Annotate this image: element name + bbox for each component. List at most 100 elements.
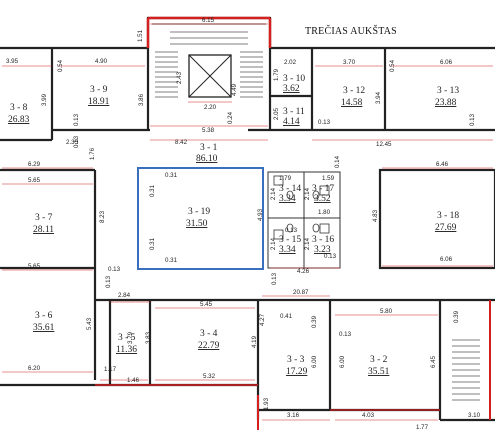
dimension-lines [2, 23, 493, 421]
svg-text:3 - 7: 3 - 7 [35, 213, 53, 223]
dimension-labels: 6.15 1.51 3.95 4.90 0.54 3.99 3.86 2.43 … [6, 17, 481, 431]
svg-text:5.32: 5.32 [203, 373, 216, 380]
svg-text:0.31: 0.31 [149, 237, 156, 250]
svg-text:6.06: 6.06 [440, 59, 453, 66]
svg-text:2.02: 2.02 [284, 59, 297, 66]
svg-text:1.77: 1.77 [416, 424, 429, 431]
svg-text:2.14: 2.14 [304, 237, 311, 250]
svg-text:0.13: 0.13 [73, 113, 80, 126]
svg-text:11.36: 11.36 [116, 345, 137, 355]
svg-text:1.80: 1.80 [318, 209, 331, 216]
svg-text:4.83: 4.83 [372, 209, 379, 222]
svg-text:1.17: 1.17 [104, 366, 117, 373]
svg-text:2.43: 2.43 [176, 71, 183, 84]
svg-text:0.39: 0.39 [311, 315, 318, 328]
svg-text:26.83: 26.83 [8, 115, 30, 125]
room-3-10: 3 - 10 3.62 [283, 74, 305, 94]
room-3-19: 3 - 19 31.50 [186, 207, 210, 229]
svg-text:6.00: 6.00 [339, 355, 346, 368]
room-3-18: 3 - 18 27.69 [435, 211, 459, 233]
svg-text:3 - 4: 3 - 4 [200, 329, 218, 339]
svg-text:2.84: 2.84 [118, 292, 131, 299]
svg-text:0.54: 0.54 [389, 59, 396, 72]
svg-text:1.76: 1.76 [89, 147, 96, 160]
building-walls [0, 16, 495, 422]
svg-text:1.46: 1.46 [127, 377, 140, 384]
svg-text:8.42: 8.42 [175, 139, 188, 146]
svg-text:18.91: 18.91 [88, 97, 110, 107]
stairs-top [146, 16, 272, 98]
svg-text:3 - 14: 3 - 14 [279, 184, 301, 194]
svg-text:0.41: 0.41 [280, 313, 293, 320]
svg-text:3.16: 3.16 [287, 412, 300, 419]
room-3-11: 3 - 11 4.14 [283, 107, 305, 127]
highlighted-room-3-19 [137, 167, 264, 270]
room-3-6: 3 - 6 35.61 [33, 311, 55, 333]
svg-text:3.79: 3.79 [127, 331, 134, 344]
svg-text:1.79: 1.79 [273, 68, 280, 81]
svg-text:27.69: 27.69 [435, 223, 457, 233]
svg-text:3.23: 3.23 [314, 245, 331, 255]
svg-text:4.03: 4.03 [362, 412, 375, 419]
svg-text:3.34: 3.34 [279, 194, 296, 204]
room-3-5: 3 - 5 11.36 [116, 333, 137, 355]
svg-text:3.94: 3.94 [375, 91, 382, 104]
svg-text:0.31: 0.31 [165, 257, 178, 264]
svg-text:0.14: 0.14 [334, 155, 341, 168]
room-3-2: 3 - 2 35.51 [368, 355, 390, 377]
svg-text:3 - 11: 3 - 11 [283, 107, 305, 117]
svg-text:3.34: 3.34 [279, 245, 296, 255]
svg-text:3 - 18: 3 - 18 [437, 211, 459, 221]
svg-text:0.13: 0.13 [469, 113, 476, 126]
room-3-4: 3 - 4 22.79 [198, 329, 220, 351]
svg-text:17.29: 17.29 [286, 367, 308, 377]
svg-text:5.45: 5.45 [200, 301, 213, 308]
svg-text:6.06: 6.06 [440, 256, 453, 263]
svg-text:2.20: 2.20 [204, 104, 217, 111]
svg-text:0.13: 0.13 [108, 266, 121, 273]
svg-text:1.59: 1.59 [322, 175, 335, 182]
svg-text:5.38: 5.38 [202, 127, 215, 134]
svg-text:4.90: 4.90 [95, 58, 108, 65]
svg-text:3.10: 3.10 [468, 412, 481, 419]
svg-text:3 - 3: 3 - 3 [287, 355, 305, 365]
svg-text:6.00: 6.00 [311, 355, 318, 368]
svg-text:4.93: 4.93 [257, 208, 264, 221]
svg-text:0.13: 0.13 [271, 272, 278, 285]
svg-text:8.23: 8.23 [99, 210, 106, 223]
room-3-15: 3 - 15 3.34 [279, 235, 301, 255]
svg-text:3.99: 3.99 [41, 93, 48, 106]
svg-text:3 - 8: 3 - 8 [10, 103, 28, 113]
room-3-12: 3 - 12 14.58 [341, 86, 365, 108]
svg-text:0.13: 0.13 [285, 227, 298, 234]
wc-fixtures [273, 175, 330, 240]
room-3-14: 3 - 14 3.34 [279, 184, 301, 204]
room-3-3: 3 - 3 17.29 [286, 355, 308, 377]
svg-text:6.29: 6.29 [28, 161, 41, 168]
svg-text:0.13: 0.13 [105, 275, 112, 288]
svg-text:0.13: 0.13 [318, 119, 331, 126]
svg-text:3 - 5: 3 - 5 [118, 333, 136, 343]
svg-text:3 - 15: 3 - 15 [279, 235, 301, 245]
svg-text:5.80: 5.80 [380, 308, 393, 315]
floor-title: TREČIAS AUKŠTAS [305, 25, 397, 37]
svg-text:3 - 9: 3 - 9 [90, 85, 108, 95]
svg-text:3 - 10: 3 - 10 [283, 74, 305, 84]
svg-text:3 - 12: 3 - 12 [343, 86, 365, 96]
rooms: 3 - 1 86.10 3 - 2 35.51 3 - 3 17.29 3 - … [8, 74, 459, 377]
svg-text:3 - 17: 3 - 17 [312, 184, 334, 194]
svg-text:3 - 1: 3 - 1 [200, 143, 218, 153]
svg-text:23.88: 23.88 [435, 98, 457, 108]
svg-text:1.79: 1.79 [279, 175, 292, 182]
room-3-17: 3 - 17 3.52 [312, 184, 334, 204]
svg-text:3.70: 3.70 [343, 59, 356, 66]
room-3-7: 3 - 7 28.11 [33, 213, 54, 235]
svg-text:20.87: 20.87 [293, 289, 309, 296]
renovation-lines [95, 384, 440, 430]
svg-text:35.61: 35.61 [33, 323, 55, 333]
svg-text:4.19: 4.19 [251, 335, 258, 348]
svg-text:2.14: 2.14 [270, 237, 277, 250]
svg-text:3.83: 3.83 [145, 331, 152, 344]
svg-text:3 - 6: 3 - 6 [35, 311, 53, 321]
